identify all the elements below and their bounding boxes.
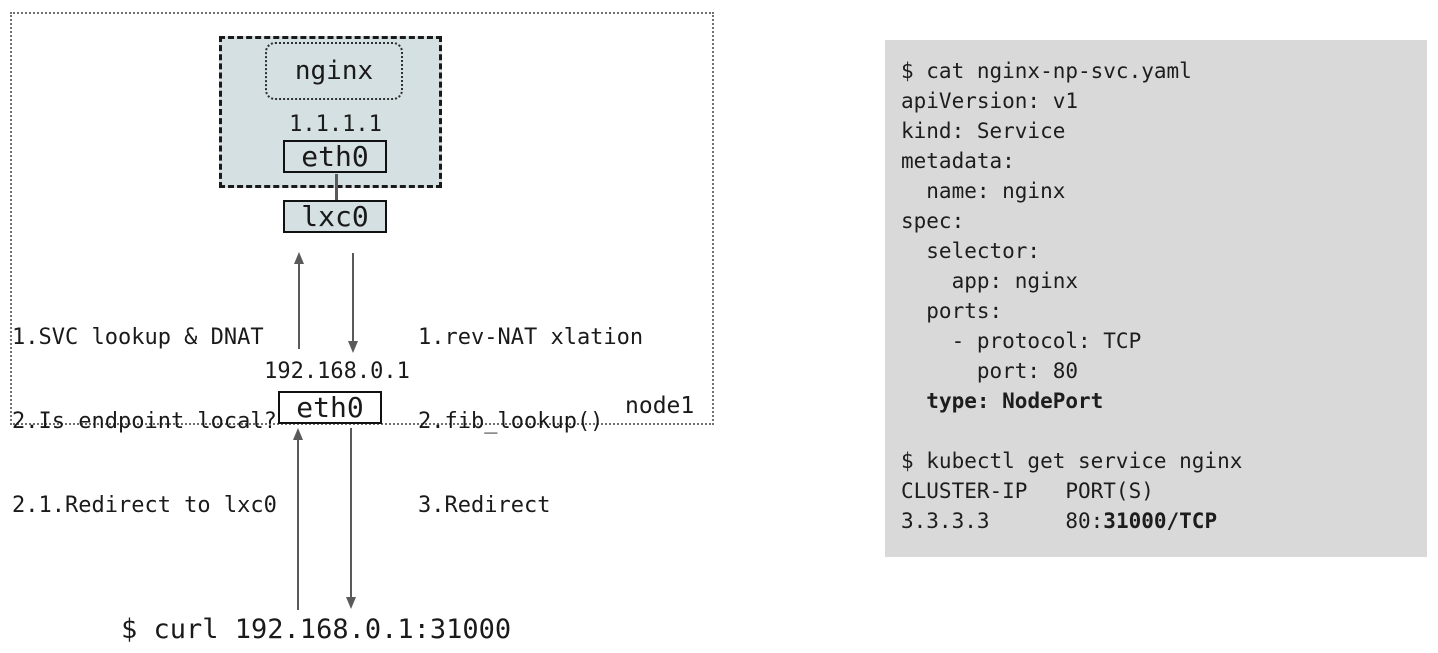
terminal-line: metadata: xyxy=(901,146,1417,176)
egress-step-line: 3.Redirect xyxy=(418,493,551,518)
terminal-line-text: ports: xyxy=(901,299,1003,323)
terminal-line: port: 80 xyxy=(901,356,1417,386)
terminal-line: type: NodePort xyxy=(901,386,1417,416)
terminal-line: - protocol: TCP xyxy=(901,326,1417,356)
terminal-panel: $ cat nginx-np-svc.yaml apiVersion: v1 k… xyxy=(885,40,1427,557)
terminal-line-text: metadata: xyxy=(901,149,1015,173)
nginx-container-box: nginx xyxy=(265,42,403,100)
terminal-line-text: selector: xyxy=(901,239,1041,263)
nginx-container-label: nginx xyxy=(294,56,374,86)
client-reply-arrow-down-icon xyxy=(346,428,356,609)
ingress-arrow-up-icon xyxy=(294,252,304,349)
egress-steps: 1.rev-NAT xlation 2.fib_lookup() 3.Redir… xyxy=(418,268,643,576)
terminal-line-text: port: 80 xyxy=(901,359,1079,383)
terminal-line: apiVersion: v1 xyxy=(901,86,1417,116)
terminal-line-text: spec: xyxy=(901,209,965,233)
terminal-line: ports: xyxy=(901,296,1417,326)
pod-ip-label: 1.1.1.1 xyxy=(289,112,382,137)
veth-connector-line xyxy=(335,174,338,201)
terminal-line-text: CLUSTER-IP PORT(S) xyxy=(901,479,1154,503)
ingress-step-line: 2.1.Redirect to lxc0 xyxy=(12,493,277,518)
terminal-line: spec: xyxy=(901,206,1417,236)
terminal-line: kind: Service xyxy=(901,116,1417,146)
lxc0-label: lxc0 xyxy=(301,199,369,233)
terminal-lines: $ cat nginx-np-svc.yaml apiVersion: v1 k… xyxy=(901,56,1417,536)
terminal-line-text xyxy=(901,389,926,413)
terminal-line-text: app: nginx xyxy=(901,269,1079,293)
terminal-line-text: $ kubectl get service nginx xyxy=(901,449,1243,473)
node-eth0-label: eth0 xyxy=(296,390,364,424)
pod-eth0-label: eth0 xyxy=(301,139,369,173)
terminal-line: CLUSTER-IP PORT(S) xyxy=(901,476,1417,506)
terminal-line-bold-text: type: NodePort xyxy=(926,389,1104,413)
lxc0-interface-box: lxc0 xyxy=(283,200,387,233)
terminal-line: $ kubectl get service nginx xyxy=(901,446,1417,476)
terminal-line: $ cat nginx-np-svc.yaml xyxy=(901,56,1417,86)
pod-eth0-interface-box: eth0 xyxy=(283,140,387,173)
egress-step-line: 1.rev-NAT xlation xyxy=(418,325,644,350)
egress-step-line: 2.fib_lookup() xyxy=(418,409,604,434)
ingress-steps: 1.SVC lookup & DNAT 2.Is endpoint local?… xyxy=(12,268,277,576)
curl-command-label: $ curl 192.168.0.1:31000 xyxy=(121,614,512,645)
terminal-line-text: kind: Service xyxy=(901,119,1066,143)
terminal-line-bold-text: 31000/TCP xyxy=(1103,509,1218,533)
terminal-line xyxy=(901,416,1417,446)
terminal-line: 3.3.3.3 80:31000/TCP xyxy=(901,506,1417,536)
terminal-line: app: nginx xyxy=(901,266,1417,296)
terminal-line-text: name: nginx xyxy=(901,179,1066,203)
node-name-label: node1 xyxy=(625,393,695,419)
terminal-line-text: - protocol: TCP xyxy=(901,329,1142,353)
terminal-line: selector: xyxy=(901,236,1417,266)
egress-arrow-down-icon xyxy=(348,253,358,353)
terminal-line-text: apiVersion: v1 xyxy=(901,89,1079,113)
ingress-step-line: 2.Is endpoint local? xyxy=(12,409,277,434)
client-request-arrow-up-icon xyxy=(293,428,303,610)
ingress-step-line: 1.SVC lookup & DNAT xyxy=(12,325,264,350)
node-eth0-interface-box: eth0 xyxy=(278,391,382,424)
node-ip-label: 192.168.0.1 xyxy=(264,359,410,384)
terminal-line-text: 3.3.3.3 80: xyxy=(901,509,1104,533)
terminal-line: name: nginx xyxy=(901,176,1417,206)
terminal-line-text: $ cat nginx-np-svc.yaml xyxy=(901,59,1192,83)
